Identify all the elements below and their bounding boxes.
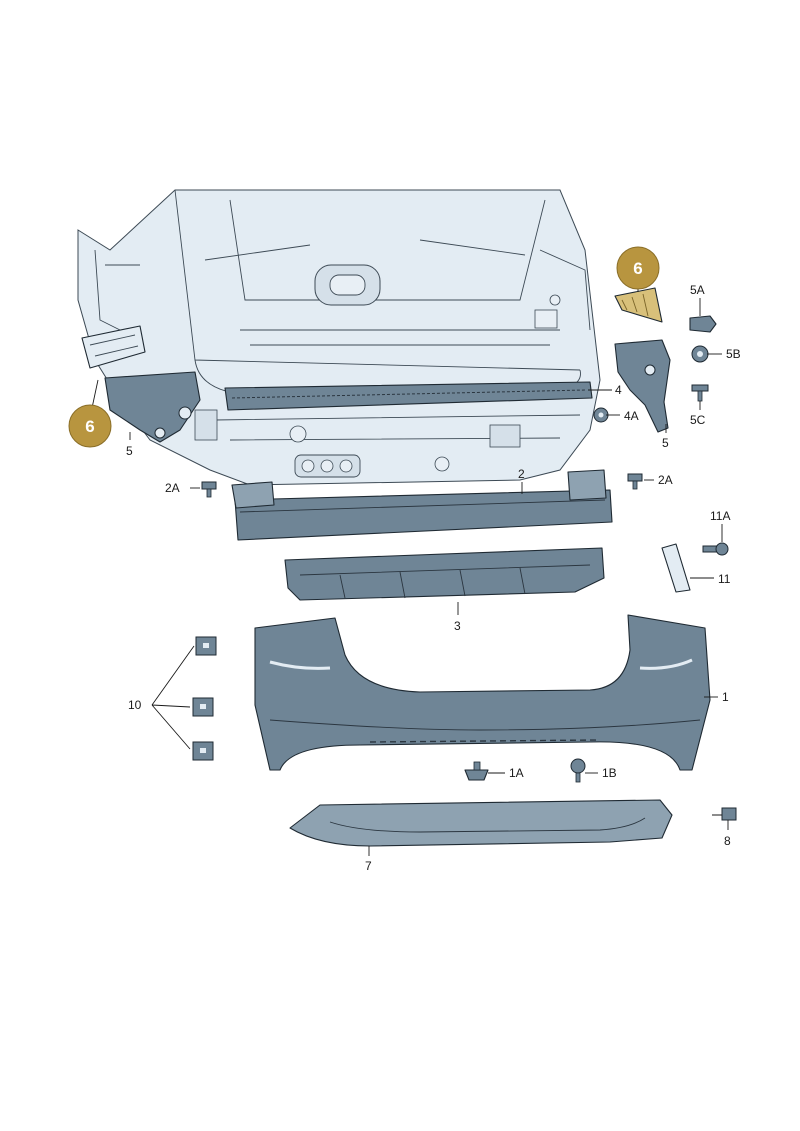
fastener-5a: [689, 315, 717, 333]
label-5c: 5C: [690, 413, 706, 427]
part-11-guide: [661, 543, 691, 593]
label-1: 1: [722, 690, 729, 704]
part-10-clips: [192, 636, 217, 761]
part-5-left-bracket: [104, 371, 201, 443]
fastener-2a-right: [627, 473, 643, 490]
fastener-1b: [570, 758, 586, 783]
label-7: 7: [365, 859, 372, 873]
label-2a-right: 2A: [658, 473, 673, 487]
fastener-4a: [593, 407, 609, 423]
part-3-energy-absorber: [284, 547, 605, 601]
callout-6-left-text: 6: [85, 417, 94, 436]
fastener-5b: [691, 345, 709, 363]
part-8-connector: [721, 807, 737, 821]
vehicle-rear-body: [77, 189, 601, 486]
fastener-2a-left: [201, 481, 217, 498]
part-6-right-pad: [614, 287, 663, 323]
label-2: 2: [518, 467, 525, 481]
part-5-right-bracket: [614, 339, 671, 433]
callout-6-right: 6: [616, 246, 660, 290]
fastener-5c: [691, 384, 709, 402]
label-11: 11: [718, 572, 731, 586]
fastener-11a: [702, 542, 729, 556]
label-1b: 1B: [602, 766, 617, 780]
label-5b: 5B: [726, 347, 741, 361]
label-11a: 11A: [710, 509, 730, 523]
label-10: 10: [128, 698, 142, 712]
label-5a: 5A: [690, 283, 705, 297]
part-4-lock-carrier: [224, 381, 593, 411]
part-7-lower-trim: [289, 799, 673, 847]
label-2a-left: 2A: [165, 481, 180, 495]
callout-6-right-text: 6: [633, 259, 642, 278]
part-1-bumper-cover: [254, 614, 711, 771]
label-4a: 4A: [624, 409, 639, 423]
leader-lines: [91, 286, 729, 856]
label-1a: 1A: [509, 766, 524, 780]
label-5-left: 5: [126, 444, 133, 458]
part-6-left-bracket: [81, 325, 146, 369]
part-labels: 4 4A 5 5 5A 5B 5C 2A 2A 2 3 11 11A 10 1 …: [126, 283, 741, 873]
fastener-1a: [464, 761, 489, 781]
part-2-impact-beam: [231, 469, 613, 541]
label-4: 4: [615, 383, 622, 397]
label-3: 3: [454, 619, 461, 633]
label-5-right: 5: [662, 436, 669, 450]
callout-6-left: 6: [68, 404, 112, 448]
label-8: 8: [724, 834, 731, 848]
